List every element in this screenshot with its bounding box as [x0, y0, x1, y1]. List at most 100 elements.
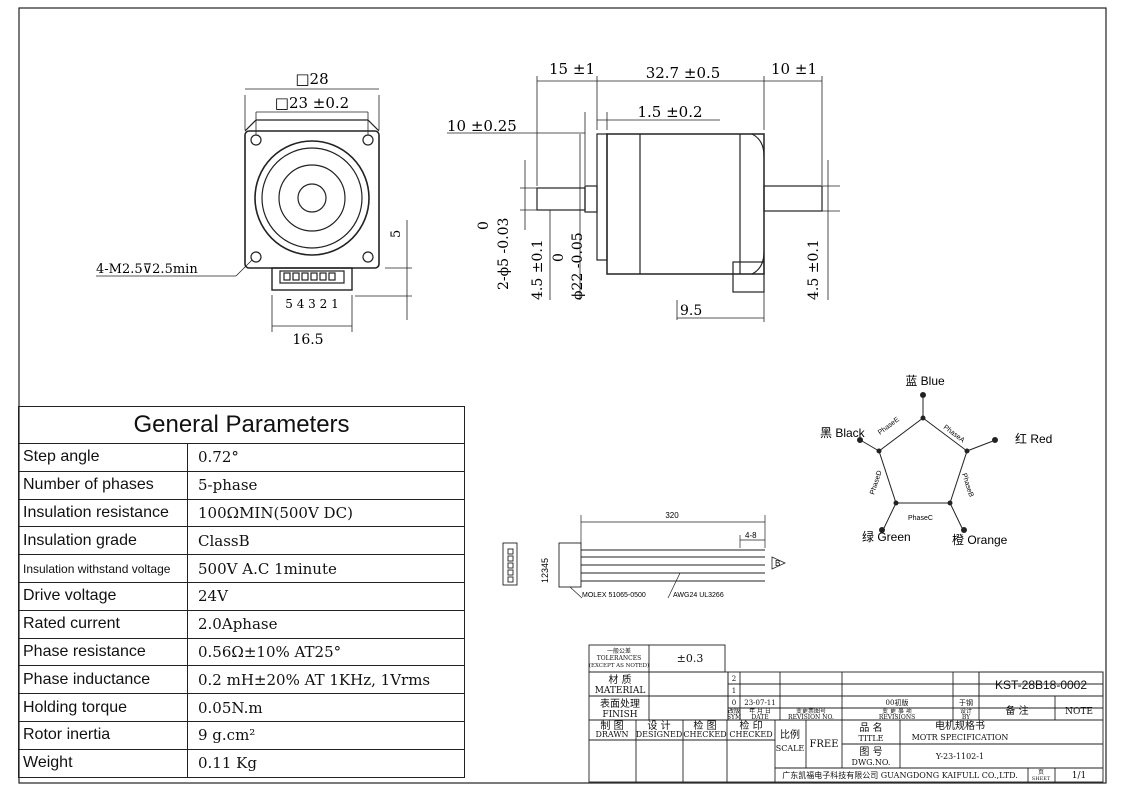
- tol-en1: TOLERANCES: [597, 655, 641, 662]
- checked-en: CHECKED: [683, 730, 726, 739]
- param-label: Phase inductance: [18, 665, 188, 695]
- wire-blue: 蓝 Blue: [905, 374, 945, 388]
- param-label: Rotor inertia: [18, 720, 188, 750]
- tol-en2: (EXCEPT AS NOTED): [589, 662, 649, 669]
- flat-dim-left: 4.5 ±0.1: [530, 239, 546, 300]
- param-label: Insulation resistance: [18, 498, 188, 528]
- checked2-cn: 检 印: [739, 719, 762, 732]
- sheet-en: SHEET: [1032, 776, 1051, 782]
- param-label: Insulation grade: [18, 526, 188, 556]
- param-value: 0.2 mH±20% AT 1KHz, 1Vrms: [187, 665, 465, 695]
- param-label: Weight: [18, 748, 188, 778]
- param-label: Holding torque: [18, 693, 188, 722]
- date-en: DATE: [751, 714, 768, 721]
- revs-cn: 变 更 事 项: [882, 707, 912, 715]
- connector-part: MOLEX 51065-0500: [582, 592, 646, 599]
- parameters-title: General Parameters: [18, 406, 465, 444]
- material-cn: 材 质: [608, 673, 631, 686]
- title-cn: 品 名: [859, 721, 882, 734]
- title-block-text: 一般公差 TOLERANCES (EXCEPT AS NOTED) ±0.3 材…: [589, 647, 1093, 782]
- param-value: 24V: [187, 581, 465, 611]
- dim-10-right: 10 ±1: [771, 60, 817, 78]
- side-view: [447, 76, 840, 322]
- param-value: 9 g.cm²: [187, 720, 465, 750]
- revno-en: REVISION NO.: [788, 714, 834, 721]
- dim-9-5: 9.5: [680, 303, 702, 319]
- phase-d: PhaseD: [869, 470, 883, 496]
- date-cn: 年 月 日: [749, 707, 771, 715]
- note-mark: B: [775, 559, 780, 568]
- checked2-en: CHECKED: [729, 730, 772, 739]
- sheet-cn: 页: [1038, 769, 1044, 776]
- designed-en: DESIGNED: [636, 730, 683, 739]
- front-hole-dim: □23 ±0.2: [275, 94, 349, 112]
- wiring-diagram: [857, 392, 998, 533]
- drawing-border: [18, 7, 1107, 784]
- tol-value: ±0.3: [677, 652, 704, 665]
- param-label: Phase resistance: [18, 637, 188, 667]
- dwg-value: Y-23-1102-1: [935, 752, 984, 761]
- rev-date: 23-07-11: [744, 699, 775, 707]
- design-en: BY: [962, 714, 971, 721]
- param-value: 500V A.C 1minute: [187, 554, 465, 583]
- drawn-en: DRAWN: [595, 730, 628, 739]
- doc-en: MOTR SPECIFICATION: [912, 733, 1009, 742]
- cable-drawing: [502, 515, 786, 599]
- strip-length: 4-8: [745, 531, 757, 540]
- param-label: Insulation withstand voltage: [18, 554, 188, 583]
- boss-dia-tol-upper: 0: [551, 253, 567, 262]
- shaft-dia-tol-upper: 0: [476, 221, 492, 230]
- cable-length: 320: [665, 511, 679, 520]
- front-view: [96, 88, 412, 332]
- checked-cn: 检 图: [693, 719, 716, 732]
- dwg-en: DWG.NO.: [852, 758, 891, 767]
- param-value: 0.05N.m: [187, 693, 465, 722]
- note-en: NOTE: [1065, 707, 1093, 717]
- dim-10-left: 10 ±0.25: [447, 117, 517, 135]
- phase-b: PhaseB: [960, 472, 974, 498]
- wire-spec: AWG24 UL3266: [673, 592, 724, 599]
- wire-orange: 橙 Orange: [952, 532, 1008, 547]
- param-value: 5-phase: [187, 470, 465, 500]
- param-value: 0.56Ω±10% AT25°: [187, 637, 465, 667]
- param-value: 0.72°: [187, 443, 465, 472]
- flat-dim-right: 4.5 ±0.1: [806, 239, 822, 300]
- sheet-value: 1/1: [1072, 771, 1086, 781]
- screw-callout: 4-M2.5⊽2.5min: [96, 262, 198, 277]
- drawn-cn: 制 图: [600, 719, 623, 732]
- revno-cn: 变更票图号: [796, 707, 826, 715]
- dim-1-5: 1.5 ±0.2: [637, 103, 702, 121]
- scale-cn: 比例: [780, 728, 800, 741]
- rev-by: 于钢: [959, 698, 973, 707]
- sym-en: SYM: [727, 714, 741, 721]
- title-block: [588, 644, 1104, 783]
- param-value: 100ΩMIN(500V DC): [187, 498, 465, 528]
- wire-green: 绿 Green: [862, 529, 911, 544]
- param-value: 2.0Aphase: [187, 609, 465, 639]
- scale-value: FREE: [809, 739, 838, 750]
- finish-en: FINISH: [602, 710, 637, 720]
- rev-0: 0: [732, 699, 736, 707]
- pin-numbers: 5 4 3 2 1: [285, 297, 338, 311]
- param-value: ClassB: [187, 526, 465, 556]
- designed-cn: 设 计: [647, 719, 670, 732]
- phase-e: PhaseE: [877, 416, 901, 437]
- param-label: Drive voltage: [18, 581, 188, 611]
- param-label: Step angle: [18, 443, 188, 472]
- front-outer-dim: □28: [295, 70, 328, 88]
- dwg-cn: 图 号: [859, 746, 882, 758]
- param-label: Number of phases: [18, 470, 188, 500]
- connector-pins: 12345: [540, 558, 550, 583]
